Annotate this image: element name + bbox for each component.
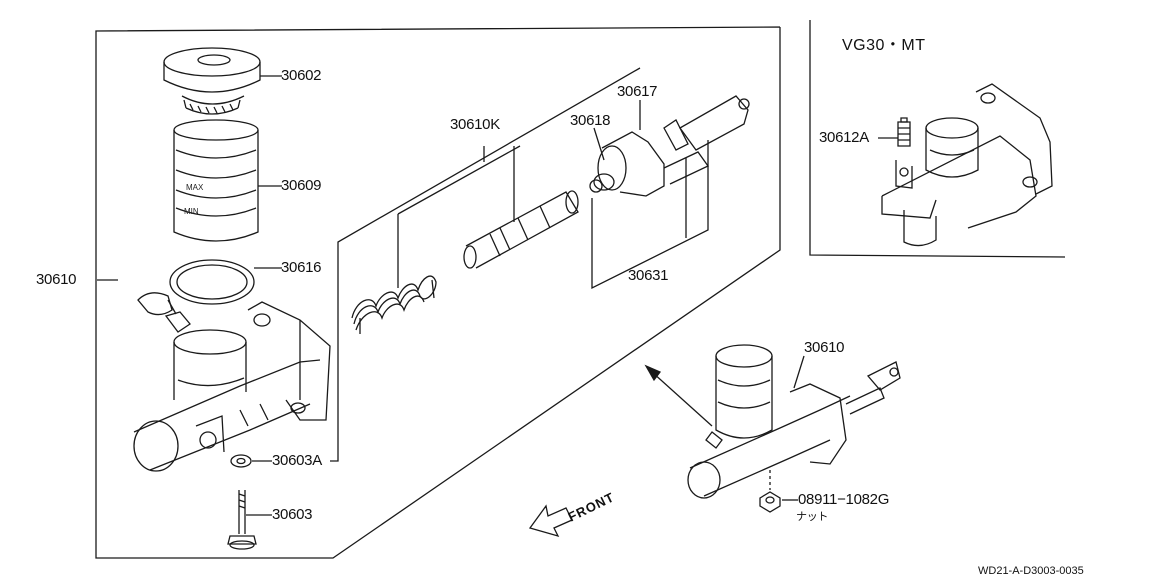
leader-30603A-bracket [330,68,640,461]
drawing-code: WD21-A-D3003-0035 [978,565,1084,577]
washer [231,455,251,467]
leader-30610b [794,356,804,388]
label-30618: 30618 [570,112,611,129]
label-30617: 30617 [617,83,658,100]
svg-text:MIN: MIN [184,207,199,216]
push-rod-assembly [590,96,749,196]
leader-30631-bracket [592,140,708,288]
leader-30618 [594,128,604,160]
return-spring [352,276,436,334]
label-30602: 30602 [281,67,322,84]
front-arrow-icon [530,506,572,536]
leader-30610K-bracket [398,146,520,214]
label-30610K: 30610K [450,116,500,133]
piston [464,191,578,268]
nut-part [760,470,780,512]
reservoir-clamp [138,293,190,332]
label-30631: 30631 [628,267,669,284]
label-30609: 30609 [281,177,322,194]
label-30612A: 30612A [819,129,869,146]
bleeder-screw [898,118,910,146]
svg-text:MAX: MAX [186,183,204,192]
label-30603A: 30603A [272,452,322,469]
bolt [228,490,256,549]
reservoir-tank: MAX MIN [174,120,258,241]
label-30610-assembly: 30610 [804,339,845,356]
label-30616: 30616 [281,259,322,276]
variant-cylinder [882,84,1052,246]
label-08911: 08911−1082G [798,491,890,508]
master-cylinder-body [134,302,330,471]
variant-title: VG30・MT [842,37,926,54]
inset-frame [810,20,1065,257]
label-nut: ナット [796,511,829,523]
label-30610: 30610 [36,271,77,288]
reference-arrow [646,366,712,426]
label-30603: 30603 [272,506,313,523]
o-ring [170,260,254,304]
assembled-cylinder [688,345,900,498]
main-frame [96,27,780,558]
reservoir-cap [164,48,260,114]
